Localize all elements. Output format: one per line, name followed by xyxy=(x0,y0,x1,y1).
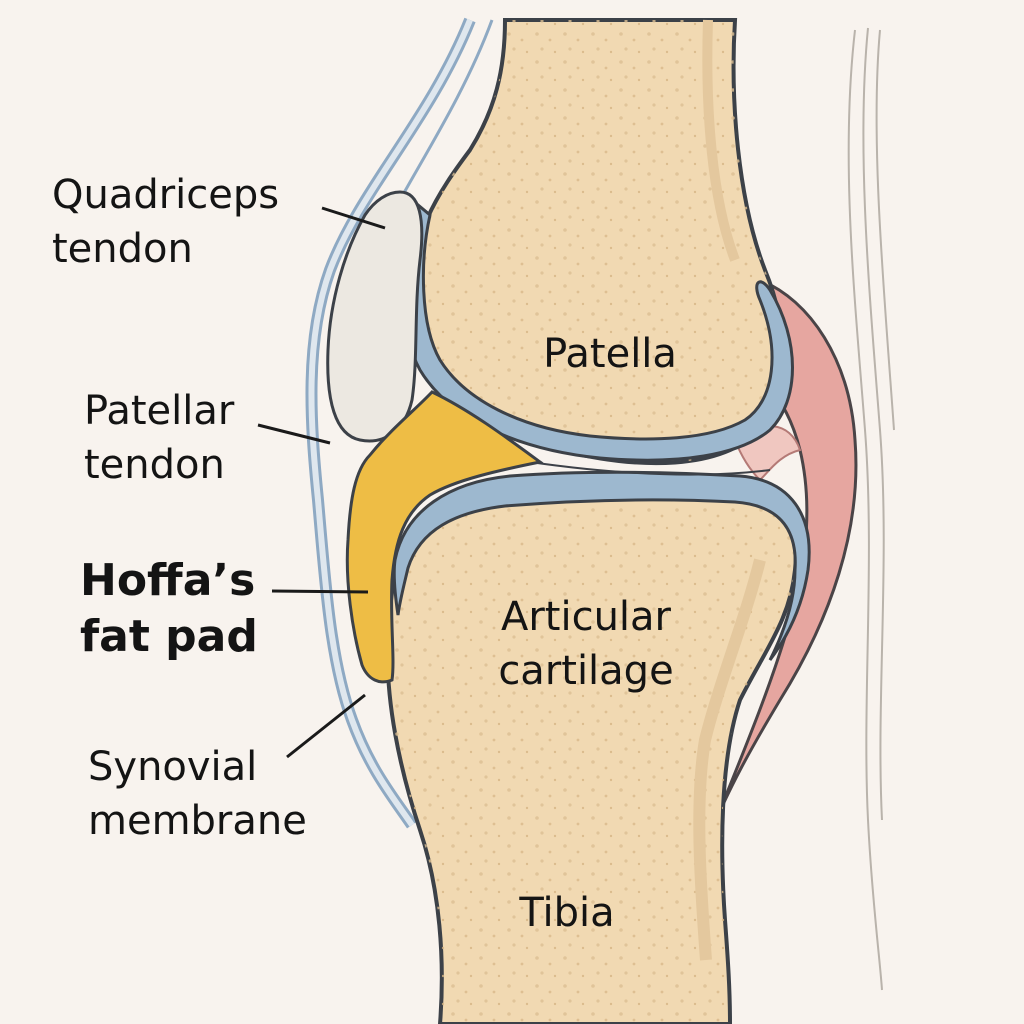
posterior-skin-lines xyxy=(847,27,895,991)
label-synovial-membrane: Synovial membrane xyxy=(88,740,307,848)
label-patellar-tendon-line1: Patellar xyxy=(84,388,235,434)
label-quadriceps-tendon-line2: tendon xyxy=(52,226,193,272)
patella-sesamoid xyxy=(326,190,424,443)
label-quadriceps-tendon-line1: Quadriceps xyxy=(52,172,280,218)
hoffas-fat-pad-shape xyxy=(345,390,544,684)
label-tibia: Tibia xyxy=(519,890,615,936)
leader-quadriceps-tendon xyxy=(321,206,386,230)
label-quadriceps-tendon: Quadriceps tendon xyxy=(52,168,279,276)
label-articular-cartilage: Articular cartilage xyxy=(498,590,673,698)
leader-hoffas-fat-pad xyxy=(271,589,369,594)
label-synovial-membrane-line1: Synovial xyxy=(88,744,258,790)
lower-bone-shading xyxy=(693,558,766,961)
leader-lines xyxy=(257,206,386,759)
joint-space xyxy=(529,461,771,476)
label-hoffas-fat-pad-line2: fat pad xyxy=(80,611,258,662)
label-articular-cartilage-line2: cartilage xyxy=(498,648,674,694)
upper-bone-shading xyxy=(702,19,740,262)
lower-bone-texture xyxy=(387,490,796,1024)
label-hoffas-fat-pad-line1: Hoffa’s xyxy=(80,555,256,606)
label-patellar-tendon-line2: tendon xyxy=(84,442,225,488)
leader-synovial-membrane xyxy=(286,693,366,759)
label-patellar-tendon: Patellar tendon xyxy=(84,384,234,492)
label-articular-cartilage-line1: Articular xyxy=(500,594,672,640)
leader-patellar-tendon xyxy=(257,423,331,445)
upper-bone-texture xyxy=(411,20,784,464)
label-patella: Patella xyxy=(543,331,677,377)
label-hoffas-fat-pad: Hoffa’s fat pad xyxy=(80,553,258,665)
label-synovial-membrane-line2: membrane xyxy=(88,798,307,844)
